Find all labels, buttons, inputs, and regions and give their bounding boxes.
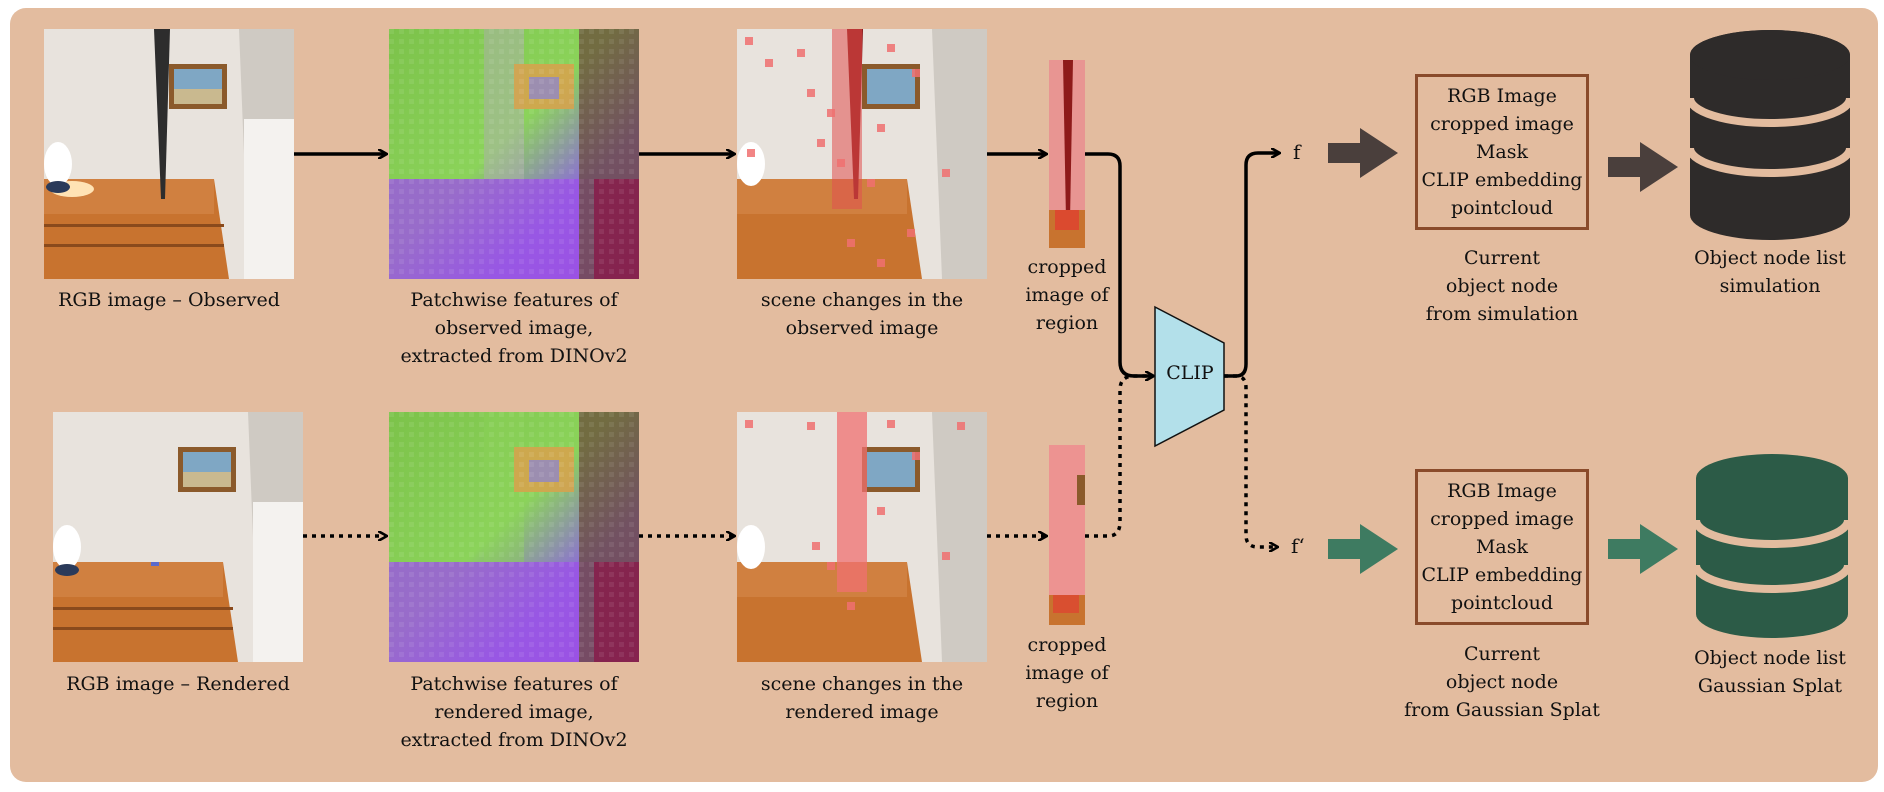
caption-scene-changes-rendered: scene changes in the rendered image <box>760 673 964 723</box>
caption-db-simulation: Object node list simulation <box>1694 247 1846 297</box>
thick-arrow-node-to-db-top <box>1608 142 1678 192</box>
dino-observed-features <box>389 29 639 279</box>
object-node-box-simulation: RGB Image cropped image Mask CLIP embedd… <box>1415 74 1589 230</box>
node-field-clip-embedding: CLIP embedding <box>1421 564 1583 586</box>
caption-cropped-rendered: cropped image of region <box>1025 634 1109 712</box>
database-icon-simulation <box>1686 30 1854 240</box>
thick-arrow-node-to-db-bottom <box>1608 524 1678 574</box>
scene-changes-observed-image <box>737 29 987 279</box>
caption-scene-changes-observed: scene changes in the observed image <box>760 289 964 339</box>
node-field-mask: Mask <box>1475 141 1529 163</box>
node-field-cropped-image: cropped image <box>1430 113 1574 135</box>
thick-arrow-f-to-node-bottom <box>1328 524 1398 574</box>
object-node-box-gaussian-splat: RGB Image cropped image Mask CLIP embedd… <box>1415 469 1589 625</box>
scene-changes-rendered-image <box>737 412 987 662</box>
arrow-crop-observed-to-clip <box>1085 152 1152 376</box>
rgb-observed-image <box>44 29 294 279</box>
node-field-rgb-image: RGB Image <box>1447 480 1557 502</box>
rgb-rendered-image <box>53 412 303 662</box>
cropped-region-rendered <box>1049 445 1085 625</box>
node-field-clip-embedding: CLIP embedding <box>1421 169 1583 191</box>
node-field-rgb-image: RGB Image <box>1447 85 1557 107</box>
feature-f-prime-label: f‘ <box>1291 534 1305 558</box>
clip-encoder-shape <box>1154 305 1225 448</box>
caption-rgb-observed: RGB image – Observed <box>58 289 280 311</box>
caption-rgb-rendered: RGB image – Rendered <box>66 673 290 695</box>
node-field-cropped-image: cropped image <box>1430 508 1574 530</box>
node-field-mask: Mask <box>1475 536 1529 558</box>
cropped-region-observed <box>1049 60 1085 248</box>
caption-dino-rendered: Patchwise features of rendered image, ex… <box>400 673 628 751</box>
caption-cropped-observed: cropped image of region <box>1025 256 1109 334</box>
caption-dino-observed: Patchwise features of observed image, ex… <box>400 289 628 367</box>
caption-db-gaussian-splat: Object node list Gaussian Splat <box>1694 647 1846 697</box>
thick-arrow-f-to-node-top <box>1328 128 1398 178</box>
arrow-crop-rendered-to-clip <box>1085 374 1152 538</box>
arrow-clip-to-f-prime <box>1224 374 1276 547</box>
feature-f-label: f <box>1293 140 1301 164</box>
database-icon-gaussian-splat <box>1692 454 1852 638</box>
arrow-clip-to-f <box>1224 153 1278 378</box>
caption-node-simulation: Current object node from simulation <box>1425 247 1579 325</box>
node-field-pointcloud: pointcloud <box>1450 592 1554 614</box>
dino-rendered-features <box>389 412 639 662</box>
node-field-pointcloud: pointcloud <box>1450 197 1554 219</box>
clip-label: CLIP <box>1166 362 1214 384</box>
caption-node-gaussian-splat: Current object node from Gaussian Splat <box>1404 643 1600 721</box>
